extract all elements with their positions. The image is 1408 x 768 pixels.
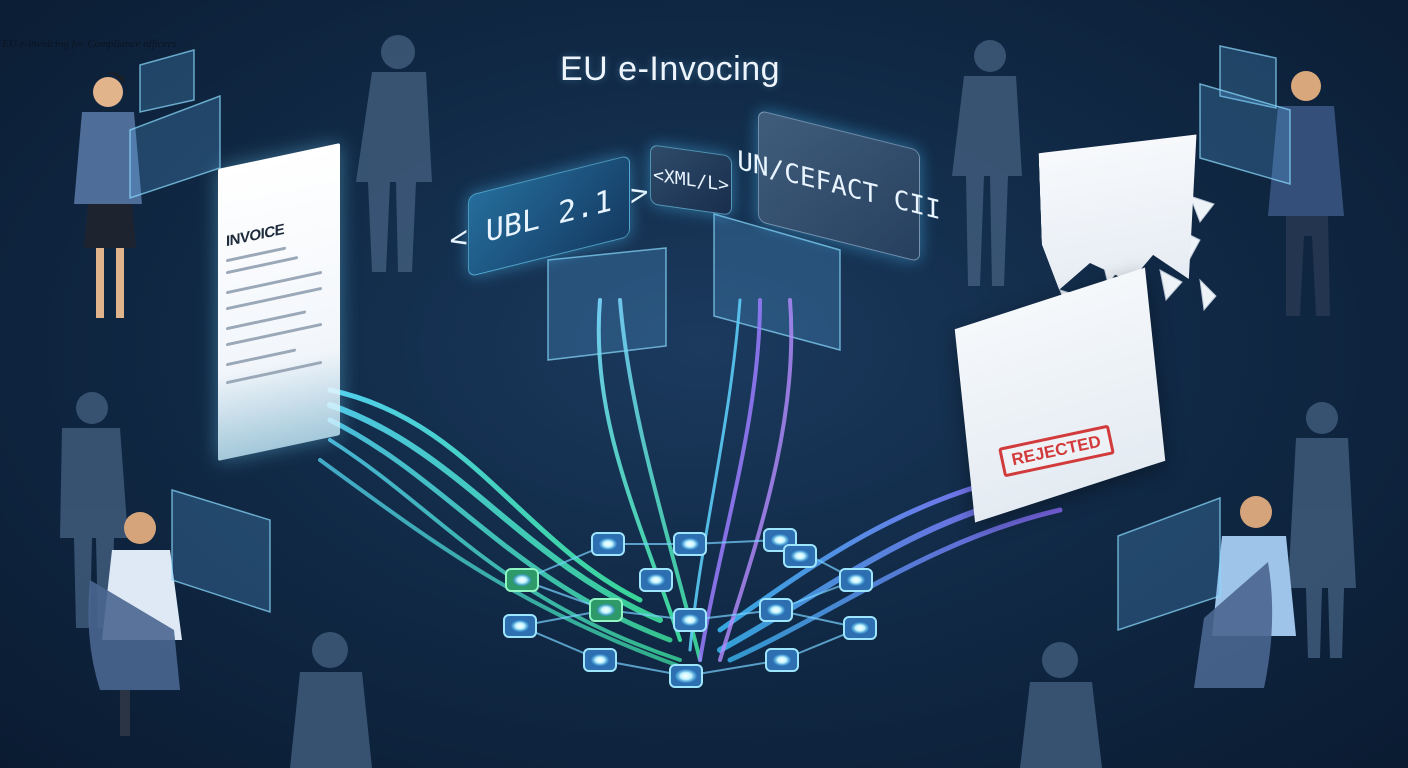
background-people bbox=[60, 35, 1356, 768]
uncefact-format-label: UN/CEFACT CII bbox=[737, 145, 941, 227]
invoice-document: INVOICE bbox=[218, 143, 340, 461]
presenter-right bbox=[1268, 71, 1344, 316]
invoice-line bbox=[226, 310, 306, 331]
invoice-heading: INVOICE bbox=[226, 220, 285, 251]
holo-screens bbox=[129, 45, 1291, 632]
analyst-left bbox=[88, 512, 182, 736]
invoice-line bbox=[226, 348, 296, 367]
presenter-left bbox=[74, 72, 142, 318]
page-title: EU e-Invocing bbox=[560, 50, 781, 88]
xml-format-tag: <XML/L> bbox=[650, 144, 732, 216]
image-caption: EU e-invoicing for Compliance officers bbox=[2, 38, 177, 50]
network-nodes bbox=[503, 528, 877, 688]
invoice-line bbox=[226, 360, 322, 385]
xml-format-label: <XML/L> bbox=[653, 164, 729, 196]
analyst-right bbox=[1194, 496, 1296, 688]
